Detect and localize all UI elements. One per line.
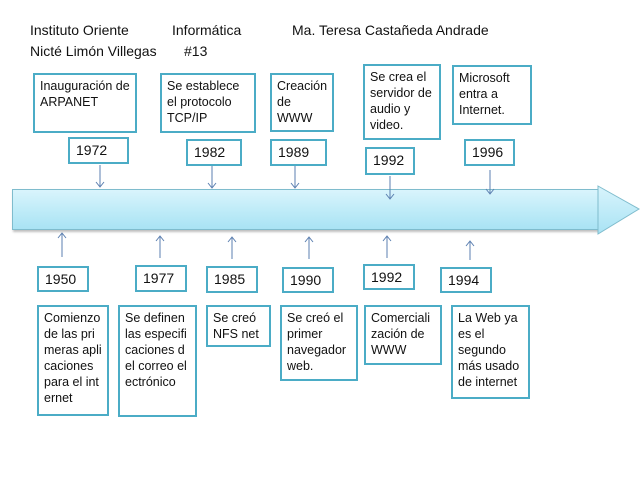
down-arrow-icon bbox=[384, 176, 396, 201]
up-arrow-icon bbox=[303, 235, 315, 259]
event-box-web-second: La Web ya es el segundo más usado de int… bbox=[451, 305, 530, 399]
timeline-bar bbox=[12, 189, 599, 230]
event-box-microsoft: Microsoft entra a Internet. bbox=[452, 65, 532, 125]
down-arrow-icon bbox=[206, 166, 218, 190]
year-label-1996: 1996 bbox=[464, 139, 515, 166]
timeline-arrowhead-icon bbox=[597, 185, 640, 235]
event-box-commercialization: Comercialización de WWW bbox=[364, 305, 442, 365]
down-arrow-icon bbox=[94, 165, 106, 189]
event-box-email-spec: Se definen las especificaciones del corr… bbox=[118, 305, 197, 417]
year-label-1994: 1994 bbox=[440, 267, 492, 293]
event-box-tcpip: Se establece el protocolo TCP/IP bbox=[160, 73, 256, 133]
year-label-1950: 1950 bbox=[37, 266, 89, 292]
student-name: Nicté Limón Villegas bbox=[30, 43, 157, 59]
teacher-name: Ma. Teresa Castañeda Andrade bbox=[292, 22, 489, 38]
student-number: #13 bbox=[184, 43, 208, 59]
year-label-1982: 1982 bbox=[186, 139, 242, 166]
school-name: Instituto Oriente bbox=[30, 22, 129, 38]
year-label-1989: 1989 bbox=[270, 139, 327, 166]
down-arrow-icon bbox=[289, 166, 301, 190]
year-label-1990: 1990 bbox=[282, 267, 334, 293]
event-box-first-apps: Comienzo de las primeras aplicaciones pa… bbox=[37, 305, 109, 416]
event-box-arpanet: Inauguración de ARPANET bbox=[33, 73, 137, 133]
year-label-1977: 1977 bbox=[135, 265, 187, 292]
down-arrow-icon bbox=[484, 170, 496, 196]
year-label-1985: 1985 bbox=[206, 266, 258, 293]
up-arrow-icon bbox=[381, 234, 393, 258]
year-label-1992-bottom: 1992 bbox=[363, 264, 415, 290]
up-arrow-icon bbox=[154, 234, 166, 258]
up-arrow-icon bbox=[464, 239, 476, 260]
up-arrow-icon bbox=[56, 231, 68, 257]
up-arrow-icon bbox=[226, 235, 238, 259]
event-box-browser: Se creó el primer navegador web. bbox=[280, 305, 358, 381]
year-label-1972: 1972 bbox=[68, 137, 129, 164]
event-box-www: Creación de WWW bbox=[270, 73, 334, 132]
subject-name: Informática bbox=[172, 22, 242, 38]
year-label-1992-top: 1992 bbox=[365, 147, 415, 175]
event-box-audio-video: Se crea el servidor de audio y video. bbox=[363, 64, 441, 140]
event-box-nfsnet: Se creó NFS net bbox=[206, 305, 271, 347]
